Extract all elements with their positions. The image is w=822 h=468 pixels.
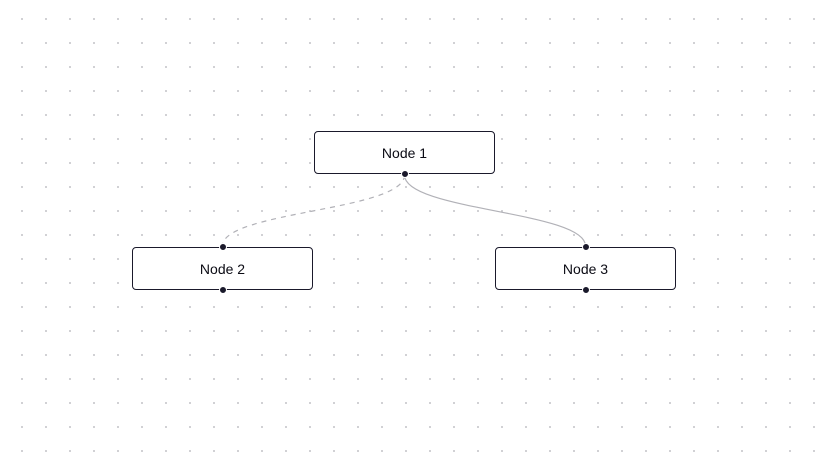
node-3-target-handle-top[interactable] [581, 243, 590, 251]
node-3[interactable]: Node 3 [495, 243, 676, 294]
node-2-label: Node 2 [199, 260, 246, 277]
node-1[interactable]: Node 1 [314, 131, 495, 178]
node-3-source-handle-bottom[interactable] [581, 286, 590, 294]
node-1-source-handle-bottom[interactable] [400, 170, 409, 178]
edge-node1-node2[interactable] [221, 174, 406, 247]
node-2[interactable]: Node 2 [132, 243, 313, 294]
edge-node1-node3[interactable] [403, 174, 587, 247]
node-2-source-handle-bottom[interactable] [218, 286, 227, 294]
node-3-label: Node 3 [562, 260, 609, 277]
node-1-label: Node 1 [381, 144, 428, 161]
node-2-target-handle-top[interactable] [218, 243, 227, 251]
